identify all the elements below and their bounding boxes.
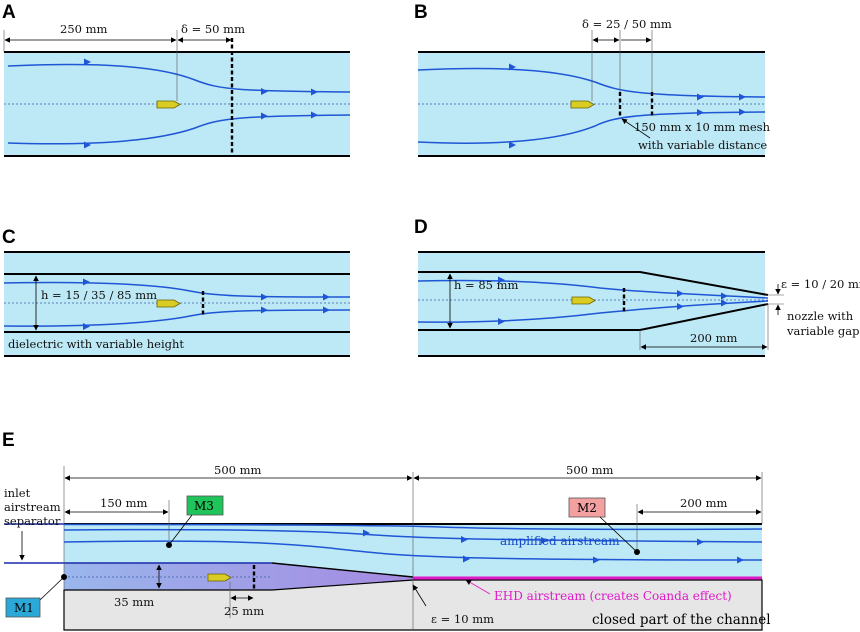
panel-b-letter: B [414, 2, 428, 23]
panel-e-m2-label: M2 [577, 501, 597, 515]
panel-e-inlet-label-1: inlet [4, 486, 31, 500]
panel-e-dim-35-label: 35 mm [114, 595, 154, 609]
panel-c-upper-streamline [3, 281, 351, 298]
panel-e-m1-badge [5, 597, 41, 618]
panel-e-dim-eps-leader [412, 584, 427, 607]
panel-e-dim-eps-label: ε = 10 mm [431, 612, 494, 626]
panel-e-m2-badge [568, 497, 606, 518]
panel-d-lower-streamline [417, 300, 769, 323]
panel-d-flow-arrows [498, 276, 728, 325]
panel-a-corona-electrode [156, 100, 181, 109]
panel-d-nozzle-top [418, 271, 769, 296]
panel-a-upper-streamline [7, 63, 351, 93]
panel-e-inlet-label-2: airstream [4, 500, 61, 514]
panel-d-nozzle-label-1: nozzle with [787, 309, 854, 323]
panel-c-lower-streamline [3, 309, 351, 327]
panel-b: B δ = 25 / 50 mm 150 mm x 10 mm mesh wit… [414, 2, 771, 157]
panel-b-upper-streamline [417, 67, 766, 98]
panel-b-dim-delta-label: δ = 25 / 50 mm [582, 17, 672, 31]
panel-b-flow-arrows [509, 63, 746, 149]
panel-c-flow-arrows [83, 278, 330, 330]
panel-a-flow-arrows [84, 58, 318, 149]
panel-c: C h = 15 / 35 / 85 mm dielectric with va… [2, 227, 351, 357]
panel-d-dim-h-label: h = 85 mm [454, 278, 519, 292]
panel-e-flow-arrows [363, 529, 744, 564]
panel-e-ehd-label: EHD airstream (creates Coanda effect) [494, 589, 732, 603]
panel-c-note: dielectric with variable height [8, 337, 184, 351]
panel-d: D h = 85 mm ε = 10 / 20 mm nozzle with v… [414, 217, 860, 357]
panel-e-corona-electrode [207, 573, 232, 582]
panel-b-mesh-label-1: 150 mm x 10 mm mesh [634, 120, 771, 134]
panel-e-lower-streamline [63, 540, 763, 561]
panel-e-m2-point [634, 549, 640, 555]
panel-b-mesh-label-2: with variable distance [638, 138, 767, 152]
panel-e-dim-150-label: 150 mm [100, 496, 148, 510]
panel-e-letter: E [2, 430, 15, 451]
panel-e: E 500 mm 500 mm [2, 430, 771, 631]
panel-d-corona-electrode [571, 296, 596, 305]
panel-d-dim-200-label: 200 mm [690, 331, 738, 345]
panel-a: A 250 mm δ = 50 mm [2, 2, 351, 157]
panel-e-inlet-label-3: separator [4, 514, 61, 528]
panel-e-dim-500-left-label: 500 mm [214, 463, 262, 477]
panel-d-upper-streamline [417, 279, 769, 299]
panel-e-m1-label: M1 [14, 601, 34, 615]
panel-e-upper-streamline [63, 523, 763, 531]
panel-a-lower-streamline [7, 114, 351, 145]
panel-b-mesh-leader [621, 118, 651, 139]
panel-e-ehd-section [64, 563, 762, 590]
panel-a-dim-delta-label: δ = 50 mm [181, 22, 245, 36]
panel-e-dim-500-right-label: 500 mm [566, 463, 614, 477]
panel-b-lower-streamline [417, 111, 766, 144]
panel-e-closed-label: closed part of the channel [592, 612, 771, 628]
panel-e-m3-badge [186, 495, 224, 516]
panel-b-corona-electrode [570, 100, 595, 109]
panel-e-m3-label: M3 [194, 499, 214, 513]
panel-c-corona-electrode [156, 299, 181, 308]
panel-a-dim-250-label: 250 mm [60, 22, 108, 36]
panel-e-amplified-label: amplified airstream [500, 534, 620, 548]
panel-a-letter: A [2, 2, 16, 23]
panel-e-dim-25-label: 25 mm [224, 604, 264, 618]
panel-d-letter: D [414, 217, 428, 238]
panel-c-dim-h-label: h = 15 / 35 / 85 mm [41, 288, 157, 302]
panel-d-nozzle-label-2: variable gap [786, 324, 859, 338]
panel-e-m3-point [166, 542, 172, 548]
panel-e-dim-200-label: 200 mm [680, 496, 728, 510]
panel-d-dim-gap-label: ε = 10 / 20 mm [781, 277, 860, 291]
panel-c-letter: C [2, 227, 16, 248]
